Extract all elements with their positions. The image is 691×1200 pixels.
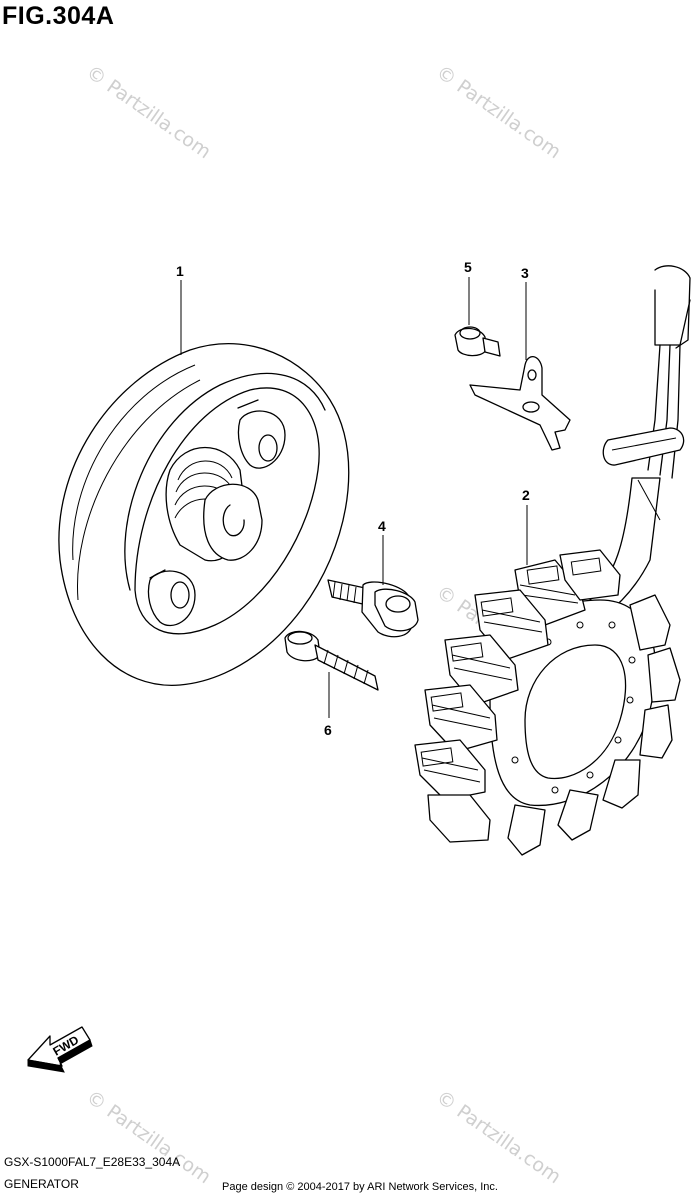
rotor-part[interactable] (58, 342, 350, 686)
watermark-text: © Partzilla.com (432, 1086, 565, 1188)
model-code: GSX-S1000FAL7_E28E33_304A (4, 1155, 181, 1169)
callout-5: 5 (464, 259, 472, 275)
callout-6: 6 (324, 722, 332, 738)
figure-title: FIG.304A (2, 2, 115, 30)
callout-labels: 1 2 3 4 5 6 (176, 259, 530, 738)
callout-1: 1 (176, 263, 184, 279)
copyright-notice: Page design © 2004-2017 by ARI Network S… (222, 1181, 498, 1193)
leader-lines (180, 277, 528, 718)
fwd-direction-indicator: FWD (27, 1026, 93, 1073)
callout-2: 2 (522, 487, 530, 503)
stator-bolt-part[interactable] (284, 630, 379, 691)
watermark-text: © Partzilla.com (432, 61, 565, 163)
callout-4: 4 (378, 518, 386, 534)
clamp-bolt-part[interactable] (454, 326, 501, 357)
watermark-text: © Partzilla.com (82, 61, 215, 163)
section-name: GENERATOR (4, 1177, 79, 1191)
watermark-text: © Partzilla.com (82, 1086, 215, 1188)
stator-part[interactable] (414, 265, 691, 856)
clamp-part[interactable] (469, 356, 571, 451)
callout-3: 3 (521, 265, 529, 281)
rotor-bolt-part[interactable] (327, 579, 419, 638)
